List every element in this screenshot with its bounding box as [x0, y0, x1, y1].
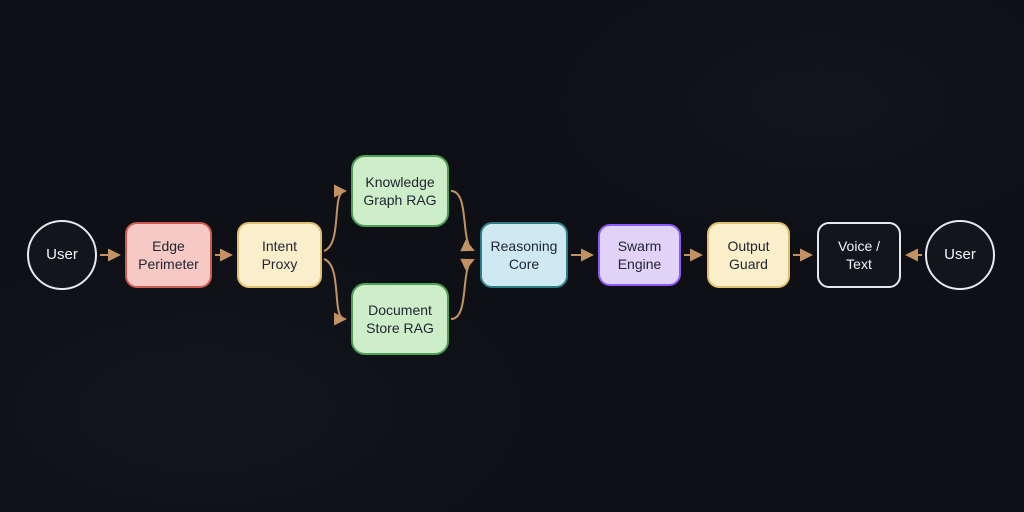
node-swarm-engine[interactable]: Swarm Engine: [598, 224, 681, 286]
edge-knowledge-graph-rag-to-reasoning-core: [450, 190, 475, 252]
node-voice-text[interactable]: Voice / Text: [817, 222, 901, 288]
node-intent-proxy[interactable]: Intent Proxy: [237, 222, 322, 288]
node-reasoning-core-label: Reasoning Core: [490, 237, 558, 272]
node-document-store-rag-label: Document Store RAG: [366, 301, 434, 336]
node-swarm-engine-label: Swarm Engine: [617, 237, 662, 272]
edge-intent-proxy-to-knowledge-graph-rag: [323, 184, 347, 252]
node-edge-perimeter[interactable]: Edge Perimeter: [125, 222, 212, 288]
node-user-right-label: User: [944, 246, 976, 264]
node-voice-text-label: Voice / Text: [837, 237, 881, 272]
node-user-right[interactable]: User: [925, 220, 995, 290]
node-output-guard-label: Output Guard: [727, 237, 770, 272]
node-output-guard[interactable]: Output Guard: [707, 222, 790, 288]
node-intent-proxy-label: Intent Proxy: [261, 237, 298, 272]
node-knowledge-graph-rag[interactable]: Knowledge Graph RAG: [351, 155, 449, 227]
node-edge-perimeter-label: Edge Perimeter: [138, 237, 199, 272]
node-knowledge-graph-rag-label: Knowledge Graph RAG: [363, 173, 437, 208]
edge-document-store-rag-to-reasoning-core: [450, 258, 475, 320]
edge-intent-proxy-to-document-store-rag: [323, 258, 347, 326]
node-reasoning-core[interactable]: Reasoning Core: [480, 222, 568, 288]
node-user-left[interactable]: User: [27, 220, 97, 290]
node-user-left-label: User: [46, 246, 78, 264]
node-document-store-rag[interactable]: Document Store RAG: [351, 283, 449, 355]
